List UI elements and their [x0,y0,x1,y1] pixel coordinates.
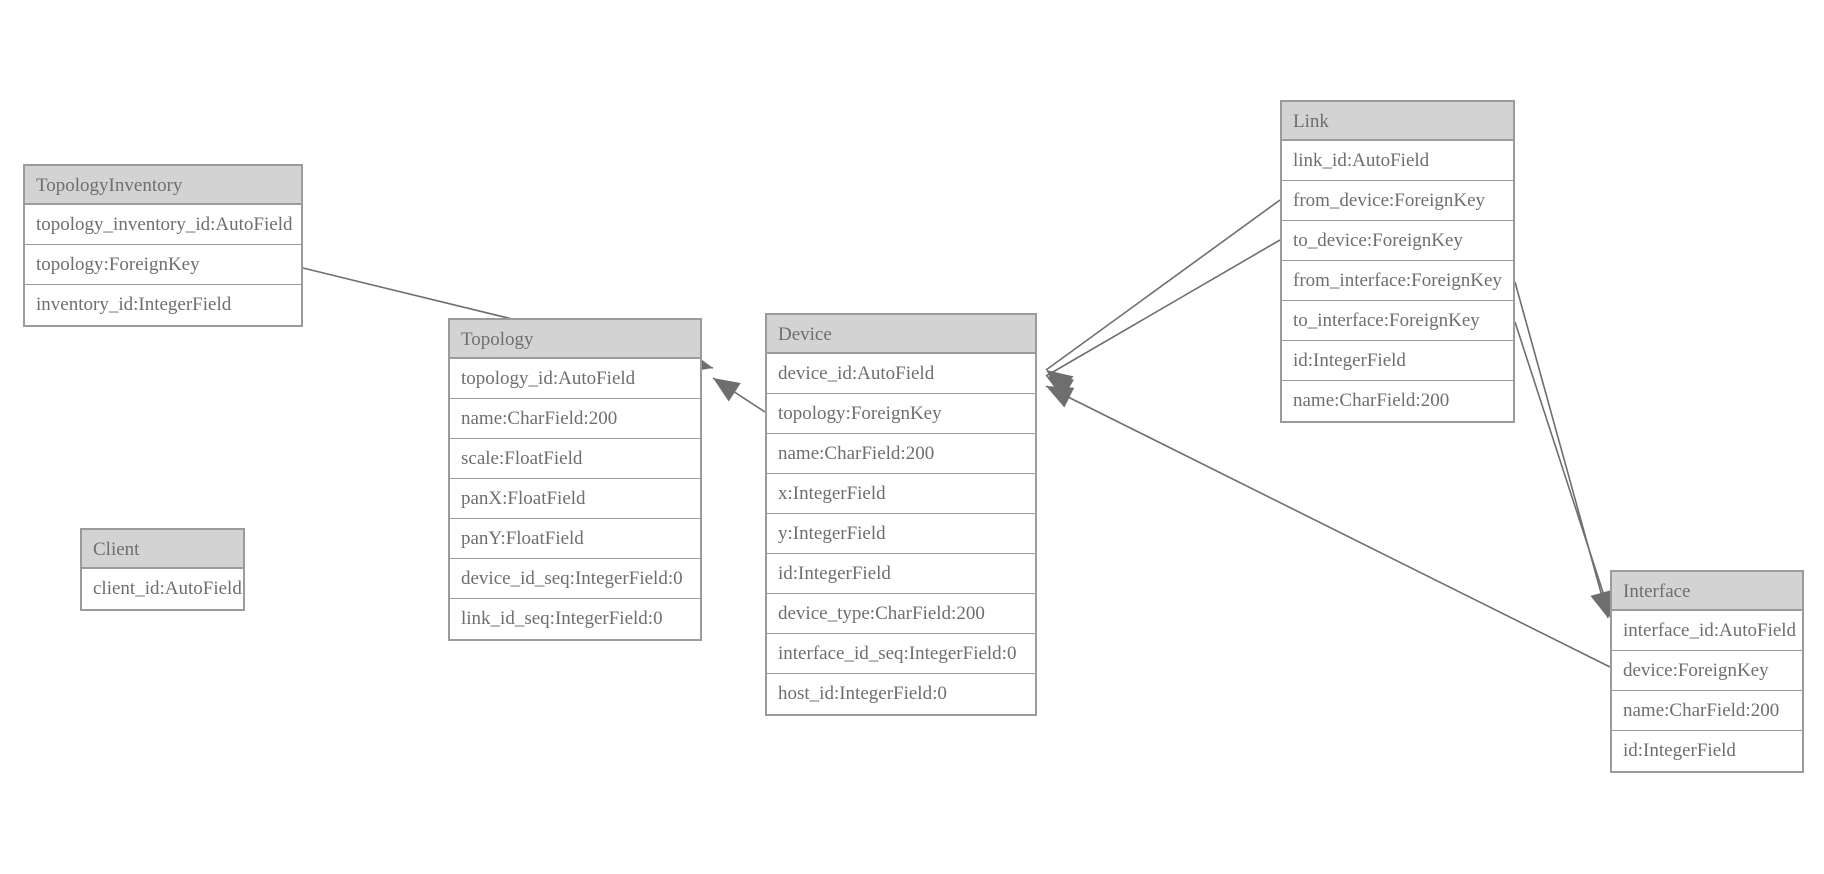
entity-field-row[interactable]: id:IntegerField [1623,740,1736,761]
relation-line-rel-link-from-device [1045,199,1281,371]
relation-line-rel-interface-device [1045,385,1611,668]
entity-title-topology: Topology [450,320,700,359]
entity-field-row[interactable]: panX:FloatField [450,479,700,519]
entity-field-row[interactable]: name:CharField:200 [767,434,1035,474]
entity-field-row[interactable]: topology:ForeignKey [25,245,301,285]
entity-title-topologyinventory: TopologyInventory [25,166,301,205]
entity-title-client: Client [82,530,243,569]
entity-field-row[interactable]: device_id:AutoField [767,354,1035,394]
entity-field-row[interactable]: id:IntegerField [1282,341,1513,381]
entity-field-row[interactable]: from_interface:ForeignKey [1282,261,1513,301]
entity-field-row[interactable]: x:IntegerField [767,474,1035,514]
entity-field-row[interactable]: device_id_seq:IntegerField:0 [450,559,700,599]
entity-field-row[interactable]: link_id_seq:IntegerField:0 [461,608,663,629]
entity-title-link: Link [1282,102,1513,141]
entity-field-row[interactable]: link_id:AutoField [1282,141,1513,181]
relation-arrowhead-rel-interface-device [1046,386,1075,408]
entity-field-row[interactable]: device:ForeignKey [1612,651,1802,691]
entity-field-row[interactable]: name:CharField:200 [450,399,700,439]
entity-field-row[interactable]: name:CharField:200 [1293,390,1450,411]
entity-field-row[interactable]: name:CharField:200 [1612,691,1802,731]
entity-field-row[interactable]: inventory_id:IntegerField [36,294,232,315]
entity-field-row[interactable]: y:IntegerField [767,514,1035,554]
relation-line-rel-link-to-interface [1514,321,1613,621]
relation-arrowhead-rel-link-to-device [1046,376,1075,399]
entity-field-row[interactable]: topology:ForeignKey [767,394,1035,434]
entity-field-row[interactable]: to_interface:ForeignKey [1282,301,1513,341]
relation-line-rel-link-to-device [1045,239,1281,377]
relation-line-rel-device-topology [712,377,766,413]
entity-field-row[interactable]: device_type:CharField:200 [767,594,1035,634]
relation-arrowhead-rel-link-from-device [1046,370,1074,395]
entity-field-row[interactable]: to_device:ForeignKey [1282,221,1513,261]
entity-title-device: Device [767,315,1035,354]
entity-field-row[interactable]: interface_id:AutoField [1612,611,1802,651]
entity-title-interface: Interface [1612,572,1802,611]
relation-arrowhead-rel-device-topology [713,378,741,402]
entity-field-row[interactable]: topology_id:AutoField [450,359,700,399]
entity-field-row[interactable]: from_device:ForeignKey [1282,181,1513,221]
relation-line-rel-link-from-interface [1514,281,1609,619]
entity-field-row[interactable]: host_id:IntegerField:0 [778,683,947,704]
entity-field-row[interactable]: panY:FloatField [450,519,700,559]
entity-field-row[interactable]: interface_id_seq:IntegerField:0 [767,634,1035,674]
entity-field-row[interactable]: client_id:AutoField [93,578,242,599]
entity-client[interactable]: Client client_id:AutoField [80,528,245,611]
entity-field-row[interactable]: topology_inventory_id:AutoField [25,205,301,245]
entity-field-row[interactable]: id:IntegerField [767,554,1035,594]
entity-field-row[interactable]: scale:FloatField [450,439,700,479]
